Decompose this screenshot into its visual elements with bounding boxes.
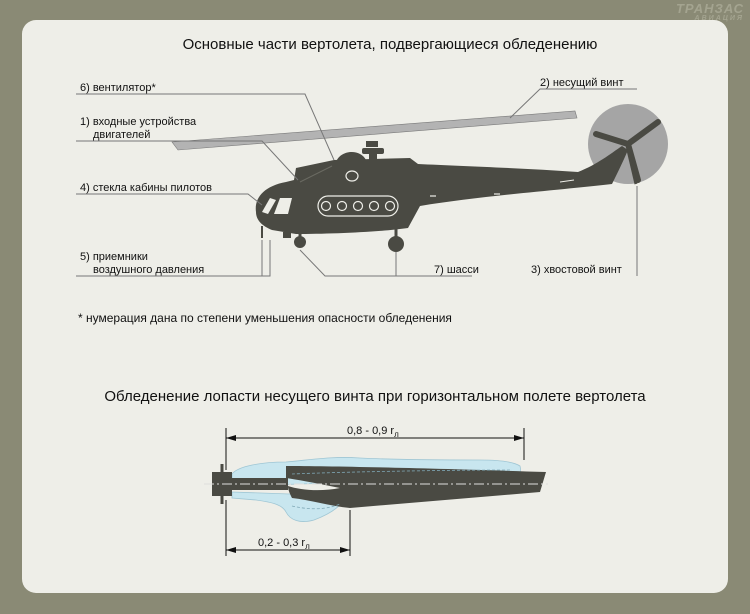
cockpit-window-1 <box>262 198 276 214</box>
label-fan: 6) вентилятор* <box>80 82 156 94</box>
cockpit-window-2 <box>274 198 292 214</box>
cabin-window-panel <box>317 195 399 217</box>
tail-rotor-blades <box>593 119 661 183</box>
part-labels: 6) вентилятор* 1) входные устройства дви… <box>80 77 624 276</box>
fan-housing <box>336 151 366 162</box>
helicopter <box>171 104 668 252</box>
top-title: Основные части вертолета, подвергающиеся… <box>183 36 598 53</box>
rotor-blade-section <box>286 466 546 508</box>
leader-lines <box>76 88 638 277</box>
label-main-rotor: 2) несущий винт <box>540 77 624 89</box>
intake-outline <box>299 165 333 183</box>
watermark-sub: АВИАЦИЯ <box>694 15 744 22</box>
engine-intake <box>345 170 359 182</box>
dimension-arrows <box>226 435 524 553</box>
label-intakes-2: двигателей <box>93 129 150 141</box>
cabin-windows <box>320 200 396 212</box>
fuselage <box>255 146 628 234</box>
dim-long-label: 0,8 - 0,9 rл <box>347 425 399 439</box>
label-windows: 4) стекла кабины пилотов <box>80 182 212 194</box>
landing-gear <box>283 228 404 252</box>
label-tail-rotor: 3) хвостовой винт <box>531 264 622 276</box>
dimension-lines <box>225 428 525 556</box>
label-gear: 7) шасси <box>434 264 479 276</box>
label-pitot-2: воздушного давления <box>93 264 204 276</box>
main-rotor-blade <box>171 110 578 151</box>
bottom-title: Обледенение лопасти несущего винта при г… <box>104 388 646 405</box>
blade-icing-diagram: 0,8 - 0,9 rл 0,2 - 0,3 rл <box>204 425 548 556</box>
dim-short-label: 0,2 - 0,3 rл <box>258 537 310 551</box>
rotor-hub <box>362 141 384 162</box>
footnote: * нумерация дана по степени уменьшения о… <box>78 311 452 325</box>
label-intakes-1: 1) входные устройства <box>80 116 197 128</box>
transas-watermark: ТРАНЗАС АВИАЦИЯ <box>676 2 744 22</box>
label-pitot-1: 5) приемники <box>80 251 148 263</box>
watermark-brand: ТРАНЗАС <box>675 1 744 16</box>
